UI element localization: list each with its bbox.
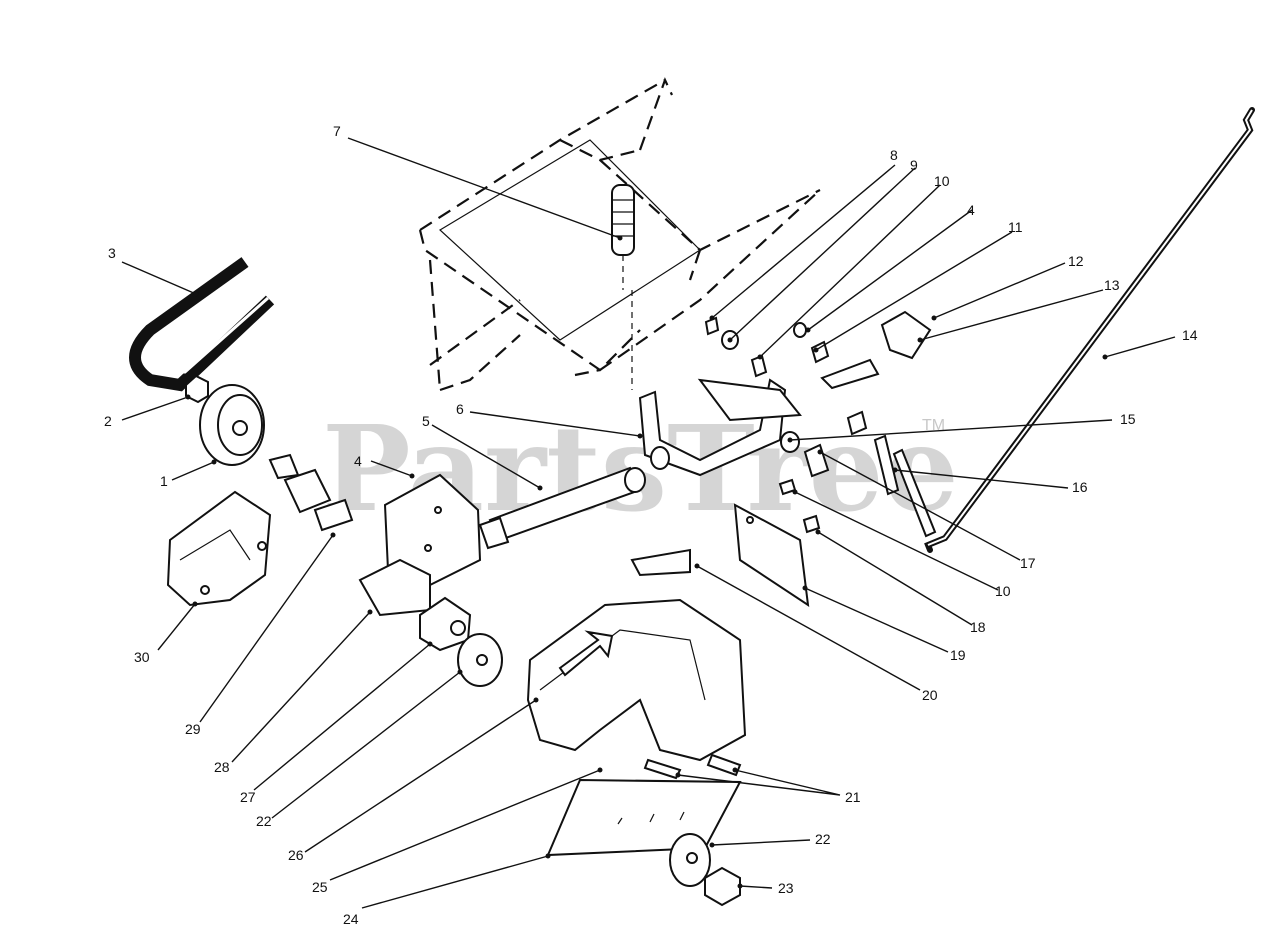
discharge-chute [526, 598, 747, 762]
drive-belt [129, 257, 275, 392]
callout-1: 1 [160, 473, 168, 489]
crank-shaft [478, 466, 646, 550]
chute-bracket [358, 473, 482, 617]
callout-16: 16 [1072, 479, 1088, 495]
callout-30: 30 [134, 649, 150, 665]
callout-4a: 4 [354, 453, 362, 469]
hex-nut [704, 866, 741, 907]
callout-13: 13 [1104, 277, 1120, 293]
callout-10a: 10 [934, 173, 950, 189]
callout-6: 6 [456, 401, 464, 417]
callout-12: 12 [1068, 253, 1084, 269]
callout-24: 24 [343, 911, 359, 927]
callout-22a: 22 [256, 813, 272, 829]
callout-2: 2 [104, 413, 112, 429]
callout-19: 19 [950, 647, 966, 663]
leader-dots [185, 235, 1108, 889]
callout-17: 17 [1020, 555, 1036, 571]
tilt-bracket [638, 378, 802, 477]
callout-9: 9 [910, 157, 918, 173]
callout-28: 28 [214, 759, 230, 775]
callout-labels: 1 2 3 4 4 5 6 7 8 9 10 10 11 12 13 14 15… [104, 123, 1198, 927]
callout-25: 25 [312, 879, 328, 895]
label-decal [630, 548, 691, 577]
callout-4b: 4 [967, 202, 975, 218]
callout-3: 3 [108, 245, 116, 261]
callout-10b: 10 [995, 583, 1011, 599]
callout-15: 15 [1120, 411, 1136, 427]
callout-5: 5 [422, 413, 430, 429]
spring [611, 184, 635, 390]
shield-plate [733, 503, 810, 608]
callout-29: 29 [185, 721, 201, 737]
callout-22b: 22 [815, 831, 831, 847]
frame-outline [418, 77, 821, 392]
callout-14: 14 [1182, 327, 1198, 343]
callout-27: 27 [240, 789, 256, 805]
callout-23: 23 [778, 880, 794, 896]
stub-shaft [268, 453, 354, 532]
callout-8: 8 [890, 147, 898, 163]
belt-cover [166, 490, 272, 607]
leader-lines [121, 137, 1176, 909]
watermark-trademark: TM [922, 417, 945, 434]
callout-26: 26 [288, 847, 304, 863]
control-rod [924, 107, 1255, 553]
pulley [185, 374, 265, 466]
callout-21: 21 [845, 789, 861, 805]
callout-11: 11 [1008, 219, 1023, 235]
bushing [419, 596, 472, 652]
washer-upper [457, 633, 503, 687]
bolts [643, 753, 742, 780]
callout-18: 18 [970, 619, 986, 635]
washer-lower [669, 833, 711, 887]
callout-7: 7 [333, 123, 341, 139]
callout-20: 20 [922, 687, 938, 703]
